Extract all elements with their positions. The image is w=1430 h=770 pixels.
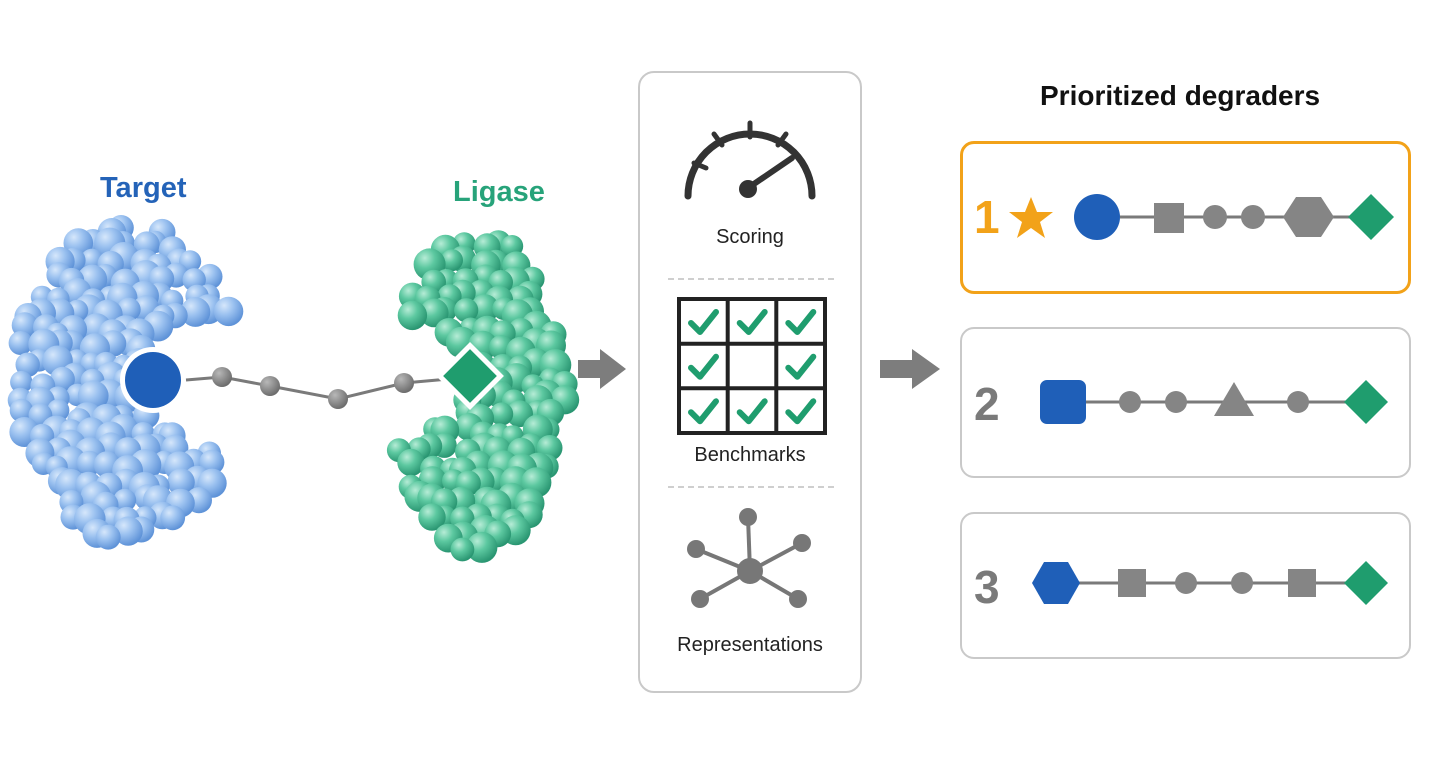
surface-bead (10, 370, 33, 394)
linker-dot-icon (1241, 205, 1265, 229)
linker-square-icon (1288, 569, 1316, 597)
rank-number: 2 (974, 378, 1000, 430)
warhead-circle (125, 352, 181, 408)
ligase-protein-surface (386, 230, 580, 563)
surface-bead (15, 352, 40, 377)
degrader-structure-2 (1040, 380, 1388, 424)
arrow-right-icon (880, 349, 940, 389)
linker-dot-icon (1165, 391, 1187, 413)
gauge-icon (684, 120, 816, 200)
surface-bead (8, 331, 33, 355)
surface-bead (466, 531, 498, 563)
e3-ligand-diamond-icon (1344, 380, 1388, 424)
surface-bead (450, 537, 475, 562)
checkmark-icon (688, 353, 719, 380)
surface-bead (470, 294, 499, 323)
surface-bead (397, 300, 428, 331)
warhead-hexagon-icon (1032, 562, 1080, 604)
ligase-label: Ligase (453, 176, 545, 208)
benchmarks-label: Benchmarks (694, 444, 806, 466)
surface-bead (397, 448, 425, 477)
surface-bead (50, 366, 75, 392)
linker-dot-icon (1231, 572, 1253, 594)
surface-bead (113, 516, 143, 546)
surface-bead (116, 297, 141, 322)
surface-bead (454, 298, 479, 323)
linker-square-icon (1154, 203, 1184, 233)
surface-bead (9, 398, 34, 423)
representations-label: Representations (677, 634, 823, 656)
linker-dot-icon (1119, 391, 1141, 413)
checkmark-icon (785, 309, 817, 335)
linker-square-icon (1118, 569, 1146, 597)
linker-dot-icon (1175, 572, 1197, 594)
e3-ligand-diamond-icon (1344, 561, 1388, 605)
surface-bead (180, 297, 211, 327)
checkmark-icon (688, 398, 719, 425)
surface-bead (213, 296, 244, 327)
degrader-structure-3 (1032, 561, 1388, 605)
surface-bead (113, 488, 137, 512)
linker-triangle-icon (1214, 382, 1254, 416)
surface-bead (80, 248, 104, 272)
surface-bead (419, 298, 449, 328)
arrow-right-icon (578, 349, 626, 389)
linker-hexagon-icon (1283, 197, 1334, 237)
network-graph-icon (687, 508, 811, 608)
prioritized-degraders-title: Prioritized degraders (1040, 80, 1321, 111)
linker-chain (185, 367, 461, 409)
e3-ligand-diamond (443, 349, 497, 403)
warhead-square-icon (1040, 380, 1086, 424)
linker-dot-icon (1287, 391, 1309, 413)
star-icon (1009, 197, 1053, 238)
section-divider (668, 278, 834, 280)
checkmark-icon (785, 398, 817, 425)
rank-number: 1 (974, 191, 1000, 243)
surface-bead (490, 402, 514, 426)
surface-bead (47, 399, 70, 422)
surface-bead (160, 505, 186, 531)
warhead-circle-icon (1074, 194, 1120, 240)
e3-ligand-diamond-icon (1348, 194, 1394, 240)
surface-bead (95, 524, 121, 550)
scoring-label: Scoring (716, 226, 784, 248)
target-label: Target (100, 172, 187, 204)
degrader-structure-1 (1074, 194, 1394, 240)
surface-bead (418, 503, 446, 531)
checkmark-icon (736, 309, 768, 335)
surface-bead (441, 249, 463, 272)
checkmark-grid-icon (677, 297, 827, 435)
linker-dot-icon (1203, 205, 1227, 229)
section-divider (668, 486, 834, 488)
checkmark-icon (785, 353, 817, 380)
surface-bead (167, 468, 195, 496)
checkmark-icon (736, 398, 768, 425)
rank-number: 3 (974, 561, 1000, 613)
checkmark-icon (688, 309, 719, 335)
